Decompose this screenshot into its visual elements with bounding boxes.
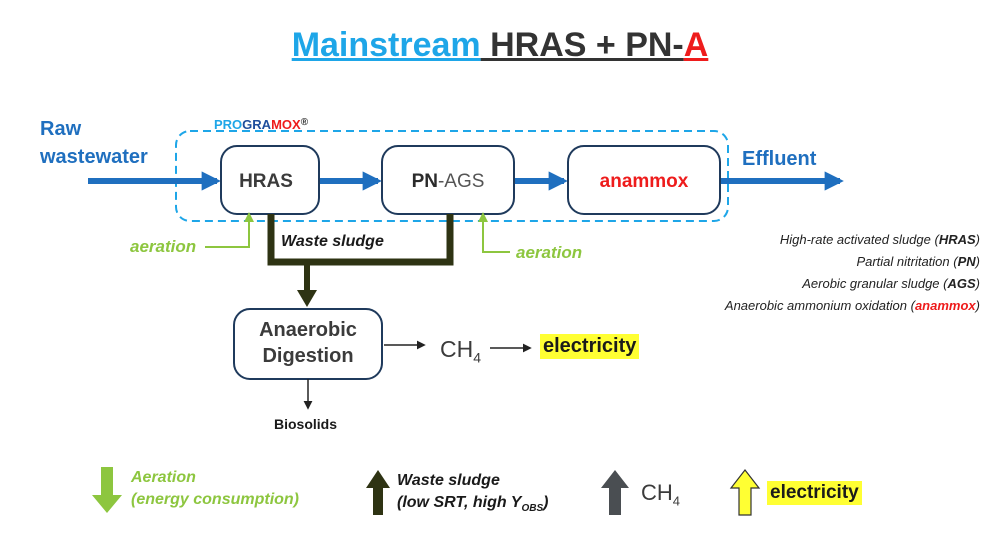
page-title: Mainstream HRAS + PN-A [0, 26, 1000, 65]
anammox-box [567, 145, 721, 215]
ad-line2: Digestion [262, 345, 354, 367]
pnags-label: PN-AGS [383, 171, 513, 193]
aeration-right-label: aeration [516, 243, 583, 262]
title-a: A [683, 26, 709, 64]
legend-anammox-abbr: anammox [914, 298, 976, 313]
title-mainstream: Mainstream [291, 26, 481, 64]
electricity-up-icon [729, 469, 761, 516]
ags-text: -AGS [437, 171, 485, 192]
legend-hras-close: ) [975, 232, 980, 247]
legend-waste-obs: OBS [521, 503, 544, 515]
effluent-label: Effluent [742, 148, 817, 170]
raw-wastewater-label: Raw wastewater [40, 115, 148, 171]
aeration-down-icon [92, 467, 122, 513]
abbreviation-legend: High-rate activated sludge (HRAS) Partia… [600, 229, 980, 317]
legend-ags-abbr: AGS [947, 276, 976, 291]
legend-ags: Aerobic granular sludge (AGS) [600, 273, 980, 295]
ch4-subscript: 4 [473, 349, 482, 366]
ch4-label: CH4 [440, 336, 481, 366]
raw-line1: Raw [40, 118, 82, 140]
legend-hras: High-rate activated sludge (HRAS) [600, 229, 980, 251]
legend-aeration-line2: (energy consumption) [131, 491, 300, 508]
aeration-left-label: aeration [130, 237, 197, 256]
waste-sludge-arrowhead [297, 290, 317, 307]
legend-waste-line1: Waste sludge [397, 472, 500, 489]
legend-hras-text: High-rate activated sludge ( [779, 232, 939, 247]
waste-sludge-label: Waste sludge [281, 233, 384, 250]
ch4-up-icon [601, 470, 629, 515]
legend-ch4: CH4 [641, 480, 680, 508]
anaerobic-digestion-label: Anaerobic Digestion [234, 317, 382, 369]
programox-label: PROGRAMOX® [214, 117, 308, 132]
pn-text: PN [411, 171, 438, 192]
legend-hras-abbr: HRAS [938, 232, 976, 247]
legend-ags-close: ) [975, 276, 980, 291]
legend-aeration-line1: Aeration [131, 469, 196, 486]
legend-waste-close: ) [543, 494, 549, 511]
legend-aeration: Aeration (energy consumption) [131, 467, 299, 511]
registered-mark: ® [300, 117, 309, 128]
legend-ch4-sub: 4 [672, 493, 681, 509]
anammox-label: anammox [599, 171, 689, 192]
title-hras-pn: HRAS + PN- [480, 26, 684, 64]
ch4-text: CH [440, 336, 474, 362]
legend-pn-close: ) [975, 254, 980, 269]
aeration-left-arrow [205, 212, 254, 248]
biosolids-label: Biosolids [274, 416, 338, 432]
programox-pro: PRO [214, 117, 243, 132]
programox-gra: GRA [242, 117, 272, 132]
legend-pn-text: Partial nitritation ( [856, 254, 958, 269]
aeration-right-arrow [478, 212, 510, 253]
legend-waste-sludge: Waste sludge (low SRT, high YOBS) [397, 470, 548, 520]
legend-ags-text: Aerobic granular sludge ( [802, 276, 948, 291]
hras-label: HRAS [239, 171, 293, 192]
legend-anammox: Anaerobic ammonium oxidation (anammox) [600, 295, 980, 317]
legend-waste-srt: (low SRT, high Y [397, 494, 522, 511]
legend-pn: Partial nitritation (PN) [600, 251, 980, 273]
ad-line1: Anaerobic [259, 319, 357, 341]
legend-ch4-text: CH [641, 480, 673, 505]
electricity-label: electricity [540, 334, 640, 359]
legend-waste-line2: (low SRT, high YOBS) [397, 492, 548, 520]
raw-line2: wastewater [40, 146, 148, 168]
programox-mox: MOX [271, 117, 301, 132]
legend-anammox-text: Anaerobic ammonium oxidation ( [724, 298, 915, 313]
waste-sludge-up-icon [366, 470, 390, 515]
waste-sludge-line [267, 214, 454, 266]
legend-anammox-close: ) [975, 298, 980, 313]
legend-electricity: electricity [767, 481, 862, 505]
legend-pn-abbr: PN [957, 254, 976, 269]
